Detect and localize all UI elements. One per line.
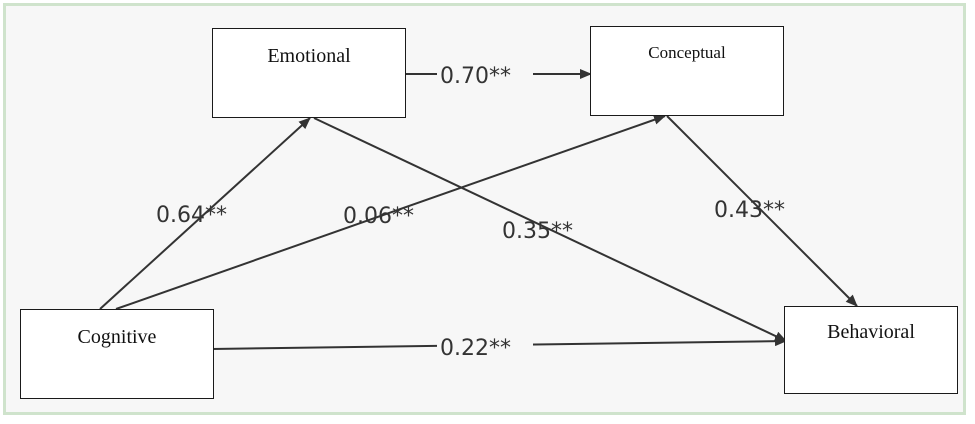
node-emotional: Emotional [212,28,406,118]
node-cognitive-label: Cognitive [77,326,157,348]
node-cognitive: Cognitive [20,309,214,399]
node-behavioral: Behavioral [784,306,958,394]
edge-label-cognitive-emotional: 0.64** [156,203,227,228]
node-emotional-label: Emotional [267,45,351,67]
edge-label-cognitive-conceptual: 0.06** [343,204,414,229]
edge-label-emotional-conceptual: 0.70** [440,64,511,89]
edge-label-conceptual-behavioral: 0.43** [714,198,785,223]
edge-label-cognitive-behavioral: 0.22** [440,336,511,361]
edge-conceptual-behavioral [666,115,858,307]
edge-cognitive-emotional [99,117,311,310]
node-conceptual: Conceptual [590,26,784,116]
edge-cognitive-conceptual [115,114,666,310]
node-behavioral-label: Behavioral [827,321,915,343]
edge-label-emotional-behavioral: 0.35** [502,219,573,244]
node-conceptual-label: Conceptual [648,43,726,62]
edge-emotional-behavioral [313,117,787,342]
